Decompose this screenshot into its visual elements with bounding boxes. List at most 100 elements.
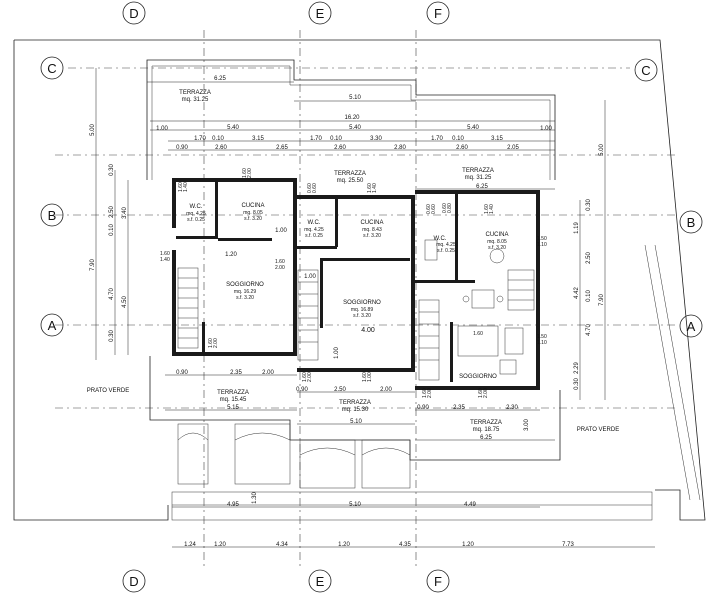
grid-label-bottom-e: E: [316, 574, 325, 589]
dim-left-4-50: 4.50: [122, 296, 128, 308]
dim-b2-7-73: 7.73: [562, 542, 574, 548]
dim-b2-4-35: 4.35: [399, 542, 411, 548]
dim-right-7-90: 7.90: [599, 294, 605, 306]
dim-c-0-90: 0.90: [417, 405, 429, 411]
dim-r1-h: 0.10: [452, 136, 464, 142]
dim-b2-1-20b: 1.20: [338, 542, 350, 548]
dimension-texts: 6.25 5.10 16.20 1.00 1.00 5.40 5.40 5.40…: [90, 76, 605, 548]
window-label: 2.00: [307, 372, 313, 382]
room-area: mq. 15.45: [220, 397, 247, 403]
dim-r1-c: 3.15: [252, 136, 264, 142]
room-soggiorno-b: SOGGIORNO: [343, 300, 381, 306]
dim-left-7-90: 7.90: [90, 259, 96, 271]
window-label: 1.60: [362, 372, 368, 382]
dim-b2-1-20c: 1.20: [462, 542, 474, 548]
grid-label-bottom-f: F: [434, 574, 442, 589]
window-label: 1.50: [537, 236, 547, 242]
dim-right-0-30: 0.30: [586, 199, 592, 211]
table-label: 1.60: [473, 331, 483, 337]
window-label: 1.50: [537, 334, 547, 340]
north-terraces: [146, 59, 556, 180]
dim-b2-1-24: 1.24: [184, 542, 196, 548]
grid-label-left-c: C: [47, 61, 56, 76]
room-soggiorno-c: SOGGIORNO: [459, 374, 497, 380]
grid-label-right-c: C: [641, 63, 650, 78]
dimension-lines: [95, 68, 655, 548]
window-label: 1.60: [422, 388, 428, 398]
dim-right-4-42: 4.42: [574, 287, 580, 299]
dim-r2-a: 0.90: [176, 145, 188, 151]
room-wc-c: W.C.: [434, 236, 447, 242]
window-label: 1.40: [160, 257, 170, 263]
window-label: 1.60: [302, 372, 308, 382]
room-terrazza-north-a: TERRAZZA: [179, 90, 211, 96]
dim-b-2-50: 2.50: [334, 387, 346, 393]
grid-label-right-b: B: [687, 215, 696, 230]
room-terrazza-south-b: TERRAZZA: [339, 400, 371, 406]
room-cucina-b: CUCINA: [360, 220, 383, 226]
grid-label-right-a: A: [687, 319, 696, 334]
dim-b2-1-20: 1.20: [214, 542, 226, 548]
dim-r2-b: 2.60: [215, 145, 227, 151]
window-label: 0.60: [312, 183, 318, 193]
dim-s-4-00: 4.00: [361, 327, 375, 334]
window-label: 2.00: [427, 388, 433, 398]
room-area: mq. 16.29: [234, 289, 256, 295]
room-sf: s.f. 0.25: [437, 248, 455, 254]
window-label: 0.80: [447, 203, 453, 213]
dim-c-6-25: 6.25: [476, 184, 488, 190]
room-area: mq. 31.25: [182, 97, 209, 103]
room-sf: s.f. 3.20: [236, 295, 254, 301]
dim-top-1-00-l: 1.00: [156, 126, 168, 132]
dim-s-1-30: 1.30: [252, 492, 258, 504]
room-area: mq. 8.05: [487, 239, 507, 245]
room-cucina-a: CUCINA: [241, 203, 264, 209]
dim-top-16-20: 16.20: [344, 115, 360, 121]
room-area: mq. 18.75: [473, 427, 500, 433]
dim-b1-5-10: 5.10: [349, 502, 361, 508]
dim-s-1-00b: 1.00: [304, 274, 316, 280]
room-terrazza-south-c: TERRAZZA: [470, 420, 502, 426]
window-label: 0.60: [442, 203, 448, 213]
room-area: mq. 4.25: [436, 242, 456, 248]
room-sf: s.f. 3.20: [244, 216, 262, 222]
window-label: 1.60: [242, 168, 248, 178]
dim-r1-f: 3.30: [370, 136, 382, 142]
room-sf: s.f. 3.20: [353, 313, 371, 319]
dim-left-5-00: 5.00: [90, 124, 96, 136]
grid-label-top-f: F: [434, 6, 442, 21]
grid-label-bottom-d: D: [129, 574, 138, 589]
dim-left-0-10: 0.10: [109, 224, 115, 236]
room-area: mq. 4.25: [304, 227, 324, 233]
dim-r1-e: 0.10: [330, 136, 342, 142]
dim-left-3-40: 3.40: [122, 207, 128, 219]
dim-r1-g: 1.70: [431, 136, 443, 142]
dim-b2-4-34: 4.34: [276, 542, 288, 548]
dim-left-0-30b: 0.30: [109, 330, 115, 342]
grid-label-top-d: D: [129, 6, 138, 21]
dim-r1-i: 3.15: [491, 136, 503, 142]
dim-top-6-25: 6.25: [214, 76, 226, 82]
window-label: 0.60: [426, 204, 432, 214]
dim-s-3-00: 3.00: [524, 419, 530, 431]
dim-c-2-30: 2.30: [506, 405, 518, 411]
room-wc-b: W.C.: [308, 220, 321, 226]
dim-r1-b: 0.10: [212, 136, 224, 142]
window-label: 2.00: [213, 338, 219, 348]
room-cucina-c: CUCINA: [485, 232, 508, 238]
window-label: 2.00: [275, 265, 285, 271]
window-label: 1.60: [160, 251, 170, 257]
dim-b-2-00: 2.00: [380, 387, 392, 393]
furniture: [424, 239, 524, 375]
dim-r1-a: 1.70: [194, 136, 206, 142]
window-label: 1.60: [367, 183, 373, 193]
dim-left-0-30: 0.30: [109, 164, 115, 176]
window-label: 1.10: [537, 340, 547, 346]
dim-top-1-00-r: 1.00: [540, 126, 552, 132]
dim-b-5-10: 5.10: [350, 419, 362, 425]
dim-r2-g: 2.05: [507, 145, 519, 151]
lot-boundary: [13, 39, 706, 521]
label-prato-verde-east: PRATO VERDE: [577, 427, 619, 433]
dim-b-0-90: 0.90: [296, 387, 308, 393]
